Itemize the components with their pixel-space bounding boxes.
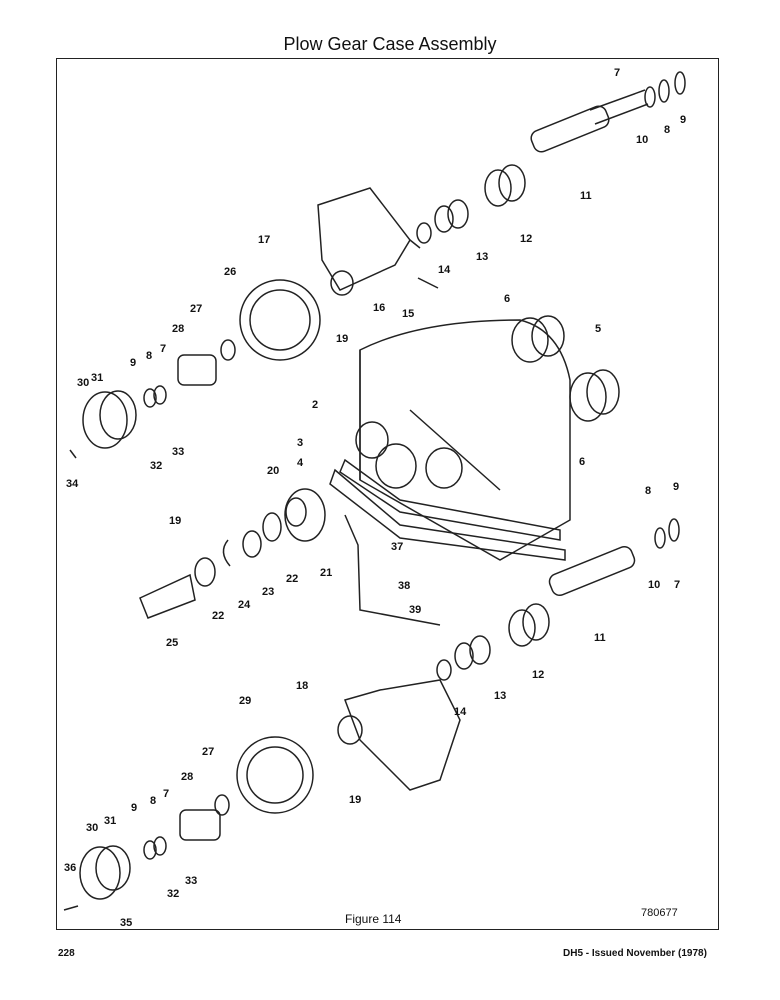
callout-11-b: 11 — [594, 632, 606, 644]
callout-19-b: 19 — [169, 515, 182, 527]
callout-35: 35 — [120, 917, 133, 929]
callout-20: 20 — [267, 465, 280, 477]
callout-39: 39 — [409, 604, 422, 616]
callout-22-b: 22 — [212, 610, 225, 622]
figure-caption: Figure 114 — [345, 912, 402, 926]
callout-30-a: 30 — [77, 377, 90, 389]
callout-8-b: 8 — [146, 350, 153, 362]
callout-9-a: 9 — [680, 114, 687, 126]
callout-36: 36 — [64, 862, 77, 874]
callout-10-a: 10 — [636, 134, 649, 146]
callout-7-c: 7 — [674, 579, 681, 591]
callout-32-b: 32 — [167, 888, 180, 900]
callout-6-a: 6 — [504, 293, 511, 305]
callout-12-a: 12 — [520, 233, 533, 245]
callout-8-d: 8 — [150, 795, 157, 807]
callout-13-a: 13 — [476, 251, 489, 263]
callout-7-b: 7 — [160, 343, 167, 355]
callout-19-a: 19 — [336, 333, 349, 345]
callout-9-b: 9 — [130, 357, 137, 369]
lower-crank-arm — [337, 679, 461, 791]
callout-28-b: 28 — [181, 771, 194, 783]
callout-18: 18 — [296, 680, 309, 692]
callout-5: 5 — [595, 323, 602, 335]
lower-shaft-parts — [436, 518, 680, 681]
callout-6-b: 6 — [579, 456, 586, 468]
callout-26: 26 — [224, 266, 237, 278]
callout-21: 21 — [320, 567, 333, 579]
page-title: Plow Gear Case Assembly — [283, 34, 497, 54]
callout-37: 37 — [391, 541, 404, 553]
drawing-frame — [56, 58, 719, 930]
lower-left-gear-assembly — [63, 736, 314, 911]
callout-38: 38 — [398, 580, 411, 592]
callout-33-a: 33 — [172, 446, 185, 458]
callout-10-b: 10 — [648, 579, 661, 591]
callout-11-a: 11 — [580, 190, 592, 202]
drawing-number: 780677 — [641, 907, 678, 919]
callout-14-b: 14 — [454, 706, 467, 718]
cover-gaskets — [511, 315, 620, 422]
callout-22-a: 22 — [286, 573, 299, 585]
callout-31-b: 31 — [104, 815, 117, 827]
callout-30-b: 30 — [86, 822, 99, 834]
callout-29: 29 — [239, 695, 252, 707]
callout-16: 16 — [373, 302, 386, 314]
callout-25: 25 — [166, 637, 179, 649]
callout-12-b: 12 — [532, 669, 545, 681]
callout-8-a: 8 — [664, 124, 671, 136]
callout-27-a: 27 — [190, 303, 203, 315]
footer-issue-text: DH5 - Issued November (1978) — [563, 948, 707, 959]
callout-8-c: 8 — [645, 485, 652, 497]
callout-4: 4 — [297, 457, 304, 469]
callout-23: 23 — [262, 586, 275, 598]
upper-left-gear-assembly — [69, 279, 321, 459]
callout-28-a: 28 — [172, 323, 185, 335]
callout-17: 17 — [258, 234, 271, 246]
upper-shaft-parts — [416, 71, 686, 244]
callout-14-a: 14 — [438, 264, 451, 276]
upper-crank-arm — [317, 187, 439, 296]
callout-9-c: 9 — [673, 481, 680, 493]
callout-9-d: 9 — [131, 802, 138, 814]
middle-gear-assembly — [139, 488, 441, 626]
callout-33-b: 33 — [185, 875, 198, 887]
callout-15: 15 — [402, 308, 415, 320]
page-number: 228 — [58, 948, 75, 959]
callout-24: 24 — [238, 599, 251, 611]
callout-19-c: 19 — [349, 794, 362, 806]
gear-case-housing — [329, 319, 571, 561]
callout-13-b: 13 — [494, 690, 507, 702]
callout-2: 2 — [312, 399, 319, 411]
callout-34: 34 — [66, 478, 79, 490]
callout-32-a: 32 — [150, 460, 163, 472]
callout-7-d: 7 — [163, 788, 170, 800]
callout-27-b: 27 — [202, 746, 215, 758]
callout-3: 3 — [297, 437, 304, 449]
callout-31-a: 31 — [91, 372, 104, 384]
callout-7-a: 7 — [614, 67, 621, 79]
